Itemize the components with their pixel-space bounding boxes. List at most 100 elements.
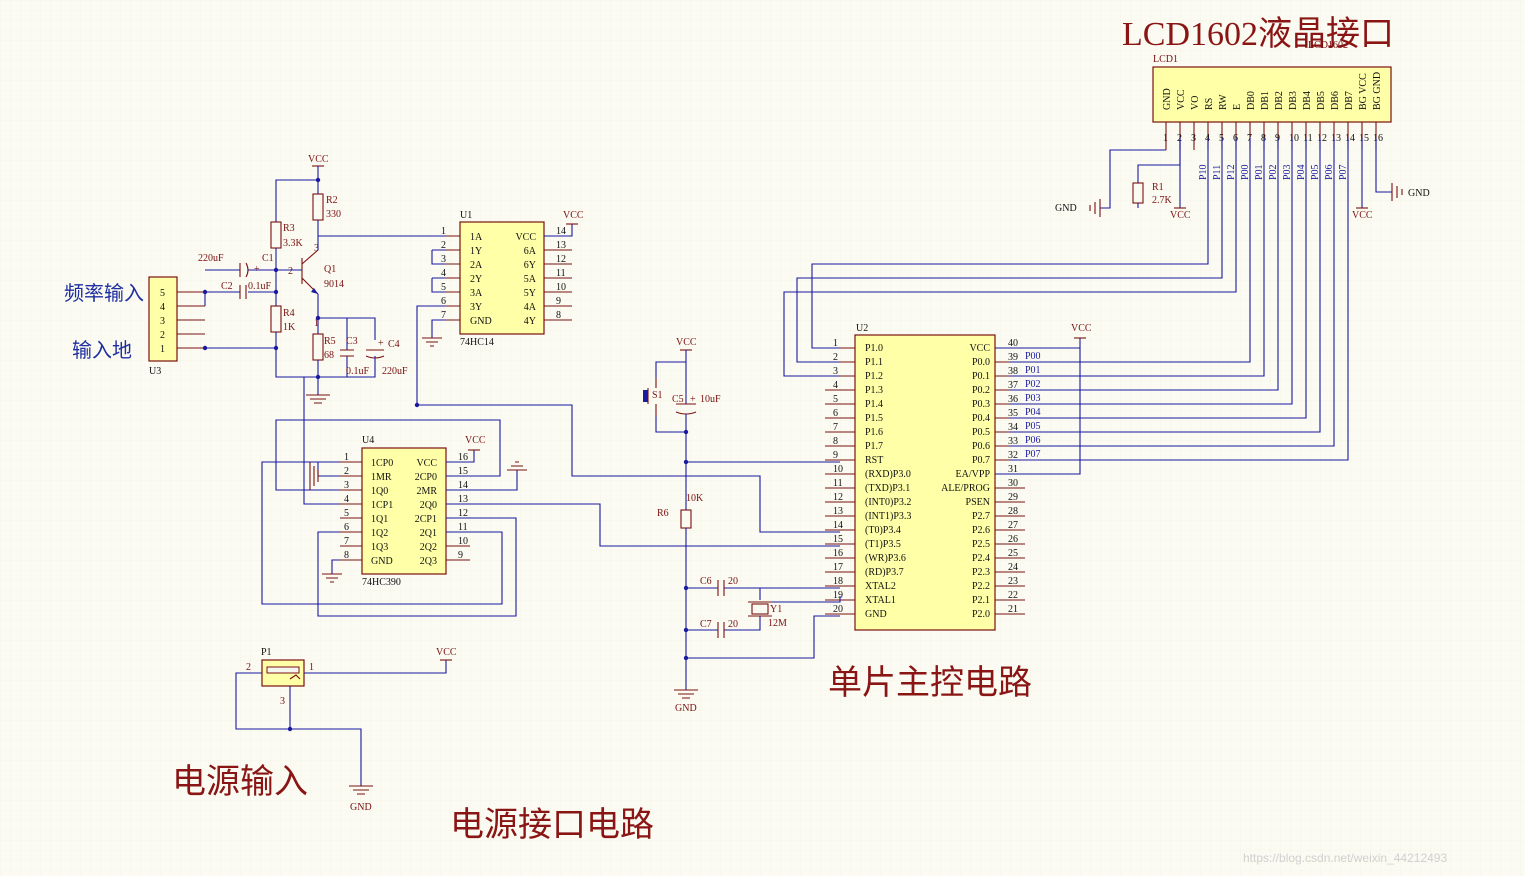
q1-part: 9014 — [324, 279, 344, 290]
u2-left-pin-name: (RXD)P3.0 — [865, 469, 911, 480]
u4-right-pin-name: 2Q2 — [420, 542, 437, 553]
u1-right-pin-number: 10 — [556, 282, 566, 293]
u2-left-pin-name: XTAL1 — [865, 595, 896, 606]
u2-left-pin-number: 18 — [833, 576, 843, 587]
lcd-pin-name: E — [1232, 104, 1243, 110]
p0-net-label: P03 — [1025, 393, 1041, 404]
u2-right-pin-number: 36 — [1008, 394, 1018, 405]
u3-body — [148, 276, 178, 362]
u1-ref: U1 — [460, 210, 472, 221]
lcd-pin-name: DB2 — [1274, 91, 1285, 110]
u2-right-pin-name: P2.1 — [972, 595, 990, 606]
input-amplifier-stage: VCC R2 330 R3 3.3K R4 1K Q1 9014 2 3 1 R… — [198, 154, 445, 404]
power-vcc-label: VCC — [436, 647, 457, 658]
u4-left-pin-number: 2 — [344, 466, 349, 477]
u4-right-pin-name: 2Q0 — [420, 500, 437, 511]
lcd-body — [1152, 66, 1392, 123]
u2-right-pin-number: 38 — [1008, 366, 1018, 377]
u2-right-pin-number: 22 — [1008, 590, 1018, 601]
y1-value: 12M — [768, 618, 787, 629]
u1-left-pin-number: 2 — [441, 240, 446, 251]
u3-ref: U3 — [149, 366, 161, 377]
c4-plus: + — [378, 338, 384, 349]
u4-right-pin-number: 12 — [458, 508, 468, 519]
u2-right-pin-name: ALE/PROG — [941, 483, 990, 494]
u1-left-pin-number: 3 — [441, 254, 446, 265]
c5-ref: C5 — [672, 394, 684, 405]
u1-left-pin-number: 1 — [441, 226, 446, 237]
u2-right-pin-number: 26 — [1008, 534, 1018, 545]
u2-left-pin-name: (INT1)P3.3 — [865, 511, 911, 522]
u4-right-pin-number: 14 — [458, 480, 468, 491]
p0-net-label: P04 — [1025, 407, 1041, 418]
u1-right-pin-number: 12 — [556, 254, 566, 265]
u2-left-pin-number: 10 — [833, 464, 843, 475]
s1-ref: S1 — [652, 390, 663, 401]
p0-net-label: P00 — [1025, 351, 1041, 362]
u4-ref: U4 — [362, 435, 374, 446]
u1-right-pin-name: 4A — [524, 302, 537, 313]
lcd-pin-name: DB0 — [1246, 91, 1257, 110]
lcd-net-label: P04 — [1296, 164, 1307, 180]
vcc-label-lcd-backlight: VCC — [1352, 210, 1373, 221]
r6-ref: R6 — [657, 508, 669, 519]
c7-ref: C7 — [700, 619, 712, 630]
y1-crystal — [751, 603, 769, 615]
u2-left-pin-name: P1.0 — [865, 343, 883, 354]
reset-vcc-label: VCC — [676, 337, 697, 348]
u2-left-pin-number: 19 — [833, 590, 843, 601]
lcd-pin-name: RW — [1218, 94, 1229, 110]
gnd-symbol-lcd-left: GND — [1055, 199, 1101, 217]
r1-value: 2.7K — [1152, 195, 1173, 206]
s1-button — [643, 390, 648, 402]
u2-ref: U2 — [856, 323, 868, 334]
lcd-pin-name: DB3 — [1288, 91, 1299, 110]
u4-right-pin-name: VCC — [416, 458, 437, 469]
u2-left-pin-number: 6 — [833, 408, 838, 419]
u1-right-pin-name: 6A — [524, 246, 537, 257]
lcd-net-label: P03 — [1282, 164, 1293, 180]
lcd-net-label: P11 — [1212, 165, 1223, 180]
u2-left-pin-number: 13 — [833, 506, 843, 517]
gnd-symbol-lcd-right: GND — [1391, 183, 1430, 201]
u4-right-pin-number: 15 — [458, 466, 468, 477]
u4-right-pin-name: 2CP0 — [415, 472, 437, 483]
u2-left-pin-number: 7 — [833, 422, 838, 433]
lcd-ref: LCD1 — [1153, 54, 1178, 65]
watermark: https://blog.csdn.net/weixin_44212493 — [1243, 851, 1447, 865]
u1-left-pin-name: GND — [470, 316, 492, 327]
c3-value: 0.1uF — [346, 366, 370, 377]
power-input-jack: P1 2 1 3 VCC GND — [235, 647, 457, 813]
u2-right-pin-number: 40 — [1008, 338, 1018, 349]
p0-net-label: P01 — [1025, 365, 1041, 376]
lcd-pin-name: VO — [1190, 96, 1201, 110]
u1-left-pin-name: 1A — [470, 232, 483, 243]
u2-left-pin-name: GND — [865, 609, 887, 620]
u1-left-pin-number: 4 — [441, 268, 446, 279]
u4-left-pin-name: 1Q2 — [371, 528, 388, 539]
u2-right-pin-number: 31 — [1008, 464, 1018, 475]
u2-right-pin-name: P2.3 — [972, 567, 990, 578]
lcd-net-label: P01 — [1254, 164, 1265, 180]
u2-right-pin-number: 24 — [1008, 562, 1018, 573]
lcd-pin-number: 13 — [1331, 133, 1341, 144]
u2-right-pin-number: 32 — [1008, 450, 1018, 461]
u4-right-pin-number: 16 — [458, 452, 468, 463]
u1-part: 74HC14 — [460, 337, 494, 348]
u1-left-pin-name: 1Y — [470, 246, 482, 257]
u4-left-pin-name: 1CP0 — [371, 458, 393, 469]
lcd-net-label: P00 — [1240, 164, 1251, 180]
u3-pin-number: 1 — [160, 344, 165, 355]
u4-left-pin-number: 3 — [344, 480, 349, 491]
u2-left-pin-name: (T0)P3.4 — [865, 525, 901, 536]
u3-pin-number: 5 — [160, 288, 165, 299]
u2-left-pin-name: P1.1 — [865, 357, 883, 368]
u2-right-pin-number: 23 — [1008, 576, 1018, 587]
r3-value: 3.3K — [283, 238, 304, 249]
u4-left-pin-number: 8 — [344, 550, 349, 561]
u3-pin-number: 2 — [160, 330, 165, 341]
u1-left-pin-name: 2Y — [470, 274, 482, 285]
u2-body — [854, 334, 996, 631]
